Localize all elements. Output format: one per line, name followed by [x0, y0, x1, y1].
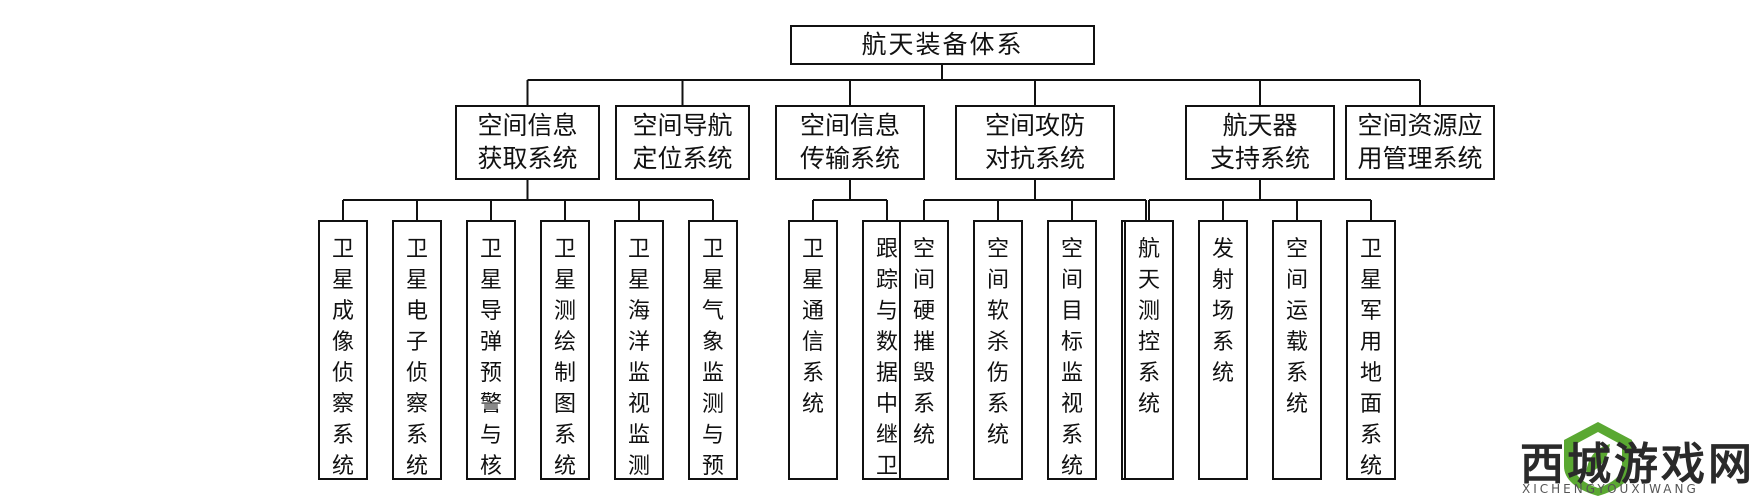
- component-node: 发射场系统: [1198, 220, 1248, 480]
- component-label: 跟踪与数据中继卫星系统: [875, 237, 898, 479]
- component-node: 航天测控系统: [1124, 220, 1174, 480]
- component-node: 空间硬摧毁系统: [899, 220, 949, 480]
- component-label: 卫星电子侦察系统: [405, 237, 428, 479]
- component-node: 卫星测绘制图系统: [540, 220, 590, 480]
- component-label: 空间目标监视系统: [1060, 237, 1083, 479]
- subsystem-label: 航天器 支持系统: [1209, 111, 1310, 173]
- watermark-logo-icon: [1564, 422, 1632, 496]
- component-label: 卫星通信系统: [801, 237, 824, 417]
- subsystem-label: 空间资源应 用管理系统: [1357, 111, 1483, 173]
- subsystem-node: 空间资源应 用管理系统: [1345, 105, 1495, 180]
- component-node: 卫星电子侦察系统: [392, 220, 442, 480]
- subsystem-node: 空间信息 获取系统: [455, 105, 600, 180]
- subsystem-node: 空间导航 定位系统: [615, 105, 750, 180]
- component-node: 空间运载系统: [1272, 220, 1322, 480]
- component-label: 发射场系统: [1211, 237, 1234, 386]
- watermark-domain: XICHENGYOUXIWANG: [1522, 482, 1699, 496]
- root-node: 航天装备体系: [790, 25, 1095, 65]
- component-node: 空间目标监视系统: [1047, 220, 1097, 480]
- root-label: 航天装备体系: [861, 29, 1024, 59]
- subsystem-label: 空间导航 定位系统: [632, 111, 733, 173]
- subsystem-node: 空间信息 传输系统: [775, 105, 925, 180]
- component-node: 卫星通信系统: [788, 220, 838, 480]
- subsystem-node: 航天器 支持系统: [1185, 105, 1335, 180]
- subsystem-node: 空间攻防 对抗系统: [955, 105, 1115, 180]
- component-node: 卫星导弹预警与核爆炸探测系统: [466, 220, 516, 480]
- subsystem-label: 空间信息 获取系统: [477, 111, 578, 173]
- component-node: 卫星成像侦察系统: [318, 220, 368, 480]
- component-label: 空间软杀伤系统: [986, 237, 1009, 448]
- component-label: 空间运载系统: [1285, 237, 1308, 417]
- watermark-brand: 西城游戏网: [1520, 439, 1755, 490]
- component-label: 航天测控系统: [1137, 237, 1160, 417]
- component-label: 卫星军用地面系统: [1359, 237, 1382, 479]
- component-label: 空间硬摧毁系统: [912, 237, 935, 448]
- component-label: 卫星成像侦察系统: [331, 237, 354, 479]
- subsystem-label: 空间攻防 对抗系统: [984, 111, 1085, 173]
- component-label: 卫星气象监测与预报系统: [701, 237, 724, 479]
- component-node: 卫星军用地面系统: [1346, 220, 1396, 480]
- subsystem-label: 空间信息 传输系统: [799, 111, 900, 173]
- component-node: 空间软杀伤系统: [973, 220, 1023, 480]
- component-label: 卫星海洋监视监测系统: [627, 237, 650, 479]
- component-label: 卫星测绘制图系统: [553, 237, 576, 479]
- component-node: 卫星海洋监视监测系统: [614, 220, 664, 480]
- component-node: 卫星气象监测与预报系统: [688, 220, 738, 480]
- component-label: 卫星导弹预警与核爆炸探测系统: [479, 237, 502, 479]
